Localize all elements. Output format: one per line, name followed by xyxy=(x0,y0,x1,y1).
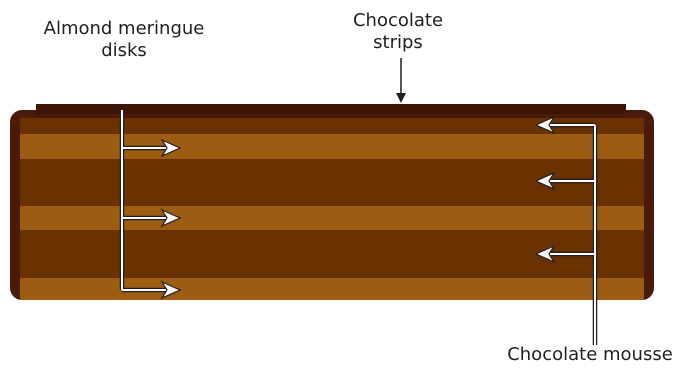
arrowhead-meringue-top xyxy=(160,138,182,158)
meringue-label-line1: Almond meringue xyxy=(43,18,205,39)
meringue-disk-bottom xyxy=(20,278,644,300)
strips-label-line1: Chocolate xyxy=(352,10,444,31)
meringue-disk-middle xyxy=(20,206,644,230)
arrowhead-mousse-top xyxy=(534,115,556,135)
arrowhead-mousse-bottom xyxy=(534,244,556,264)
mousse-layer-top xyxy=(20,118,644,134)
arrowhead-meringue-middle xyxy=(160,208,182,228)
strips-label-line2: strips xyxy=(373,32,423,53)
mousse-bracket-arrows xyxy=(534,115,598,345)
chocolate-mousse-label: Chocolate mousse xyxy=(507,344,673,365)
almond-meringue-disks-label: Almond meringue disks xyxy=(24,18,224,62)
meringue-bracket-arrows xyxy=(119,110,182,300)
arrowhead-mousse-middle xyxy=(534,171,556,191)
strips-pointer-arrow xyxy=(396,58,406,103)
chocolate-strips-label: Chocolate strips xyxy=(328,10,468,54)
meringue-label-line2: disks xyxy=(101,40,147,61)
cake-body xyxy=(10,104,654,300)
chocolate-strips-layer xyxy=(36,104,626,114)
meringue-disk-top xyxy=(20,134,644,159)
arrowhead-meringue-bottom xyxy=(160,280,182,300)
